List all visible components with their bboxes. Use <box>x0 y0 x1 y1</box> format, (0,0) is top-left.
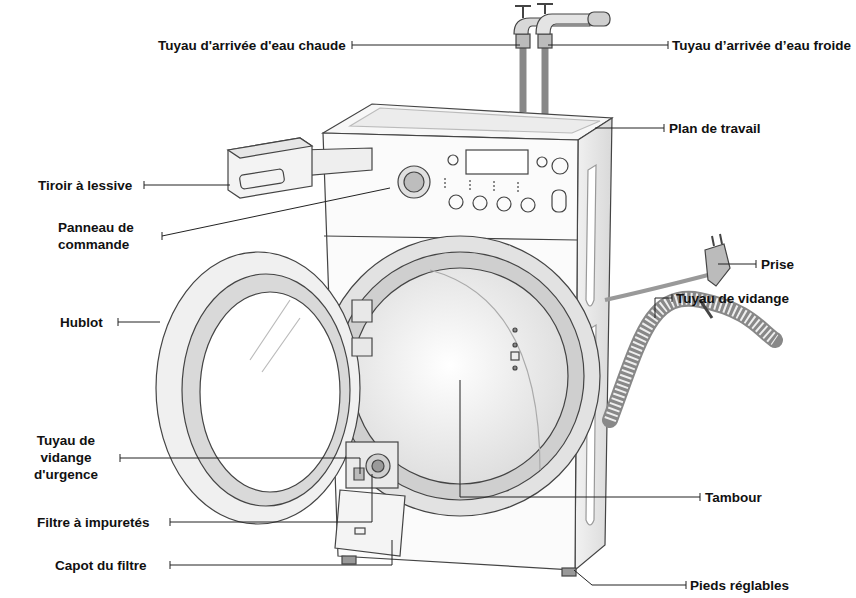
part-label: Tuyau d’arrivée d’eau froide <box>672 37 851 54</box>
button <box>473 196 487 210</box>
leader-line <box>548 41 668 49</box>
part-label: Panneau de commande <box>58 219 158 253</box>
leader-line <box>170 474 372 526</box>
button <box>449 195 463 209</box>
program-knob <box>398 166 430 198</box>
drawer-handle <box>239 169 285 190</box>
tap-nut <box>516 34 530 48</box>
door-lock <box>513 343 517 347</box>
part-label: Tambour <box>705 489 762 506</box>
leader-line <box>162 188 390 240</box>
part-label: Tiroir à lessive <box>38 177 132 194</box>
filter-cover-tab <box>355 528 365 534</box>
button <box>537 157 547 167</box>
door-lock <box>513 366 517 370</box>
tap-handle <box>515 6 531 18</box>
leader-line <box>595 124 664 132</box>
leds <box>445 178 518 194</box>
part-label: Pieds réglables <box>690 577 789 594</box>
part-label: Tuyau d'arrivée d'eau chaude <box>158 37 346 54</box>
display <box>466 150 528 174</box>
glass-reflection <box>250 300 300 372</box>
leader-line <box>718 260 756 268</box>
debris-filter <box>372 460 384 472</box>
button <box>521 198 535 212</box>
leader-line <box>144 181 230 189</box>
porthole-door <box>156 252 360 524</box>
part-label: Hublot <box>60 314 103 331</box>
leader-line <box>118 318 160 326</box>
worktop-panel <box>350 108 600 133</box>
machine <box>156 4 775 576</box>
foot <box>342 556 356 564</box>
leader-line <box>460 380 700 501</box>
filter-cover <box>335 490 405 556</box>
side-groove <box>586 165 596 306</box>
drain-hose <box>610 299 775 420</box>
foot <box>562 568 576 576</box>
part-label: Capot du filtre <box>55 557 147 574</box>
debris-filter <box>366 454 390 478</box>
door-hinge <box>352 300 372 356</box>
cold-hose <box>542 45 549 114</box>
detergent-drawer <box>228 138 312 198</box>
leader-line <box>352 41 520 49</box>
porthole-frame <box>182 274 350 506</box>
part-label: Tuyau de vidange d'urgence <box>20 432 112 483</box>
porthole-glass <box>200 292 340 492</box>
program-knob <box>404 172 424 192</box>
leader-line <box>655 294 672 318</box>
button <box>497 197 511 211</box>
plug-pins <box>712 234 722 246</box>
tap-handle <box>537 4 553 14</box>
part-label: Tuyau de vidange <box>676 290 789 307</box>
part-label: Plan de travail <box>669 120 761 137</box>
part-label: Prise <box>761 256 794 273</box>
drain-hose-ribs <box>610 299 775 420</box>
emergency-hose <box>354 468 364 480</box>
button <box>552 190 566 212</box>
drawer-top <box>228 138 312 158</box>
tap-nut <box>538 34 552 48</box>
power-plug <box>705 244 730 286</box>
leader-line <box>170 540 392 569</box>
leader-line <box>574 570 686 589</box>
pipe <box>588 12 610 26</box>
part-label: Filtre à impuretés <box>37 514 150 531</box>
hot-hose <box>520 45 527 112</box>
button <box>448 155 458 165</box>
drum-reflection <box>430 270 540 470</box>
door-lock <box>511 352 519 360</box>
door-lock <box>513 328 517 332</box>
leader-line <box>120 454 360 474</box>
button <box>552 158 568 174</box>
leader-lines <box>118 41 756 589</box>
